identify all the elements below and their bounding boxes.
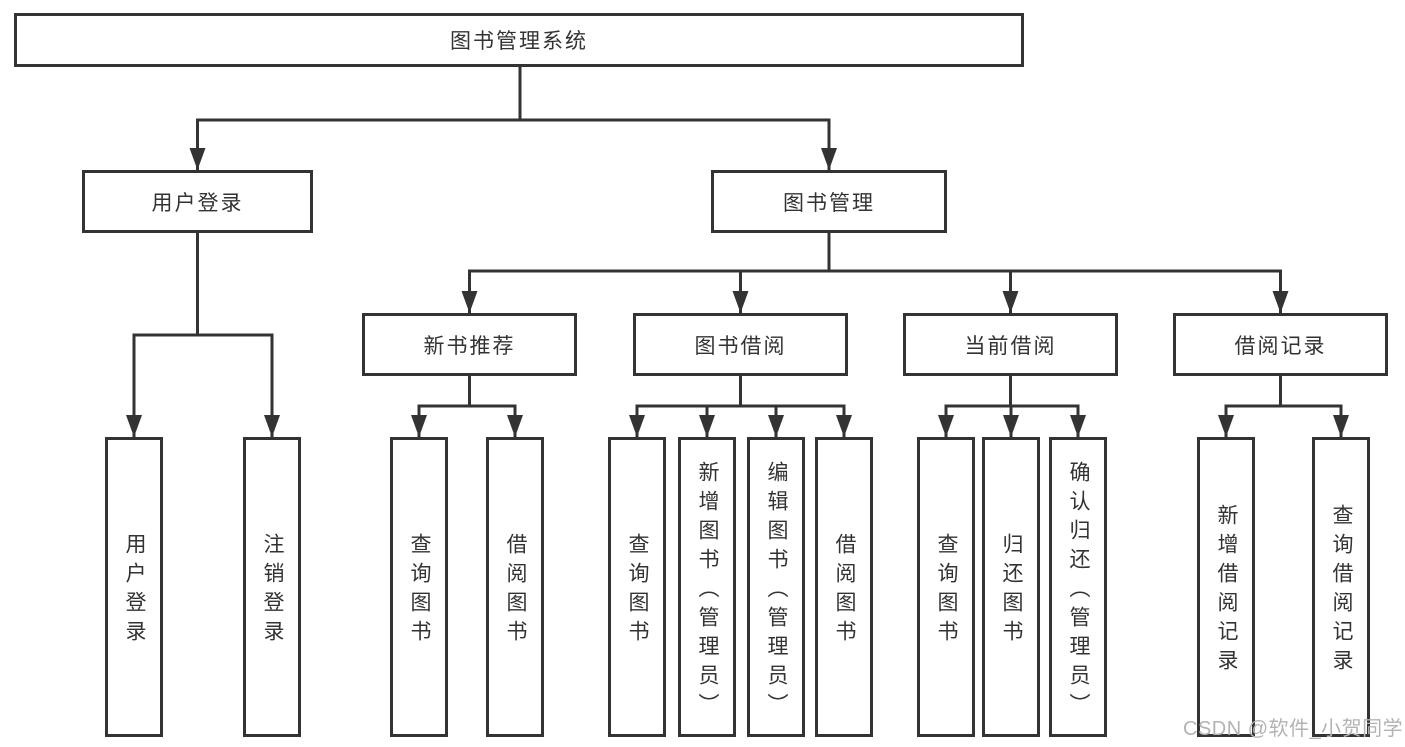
watermark-text: CSDN @软件_小贺同学 bbox=[1183, 718, 1404, 740]
node-root: 图书管理系统 bbox=[14, 13, 1024, 67]
node-current-query-book: 查询图书 bbox=[917, 437, 975, 737]
connector-book-borrow bbox=[629, 375, 852, 437]
node-borrow-borrow-book: 借阅图书 bbox=[815, 437, 873, 737]
node-rec-borrow-book-label: 借阅图书 bbox=[504, 533, 527, 649]
node-book-borrow-label: 图书借阅 bbox=[694, 334, 787, 358]
node-current-borrow-label: 当前借阅 bbox=[964, 334, 1057, 358]
node-borrow-borrow-book-label: 借阅图书 bbox=[833, 533, 856, 649]
node-current-confirm-return: 确认归还（管理员） bbox=[1049, 437, 1107, 737]
node-current-return-book: 归还图书 bbox=[982, 437, 1040, 737]
node-rec-query-book-label: 查询图书 bbox=[408, 533, 431, 649]
node-current-query-book-label: 查询图书 bbox=[935, 533, 958, 649]
node-book-management-label: 图书管理 bbox=[783, 191, 875, 215]
node-borrow-query-book-label: 查询图书 bbox=[626, 533, 649, 649]
node-current-confirm-return-label: 确认归还（管理员） bbox=[1067, 460, 1090, 722]
node-book-management: 图书管理 bbox=[711, 170, 947, 233]
node-new-book-recommend-label: 新书推荐 bbox=[423, 334, 516, 358]
node-rec-query-book: 查询图书 bbox=[390, 437, 448, 737]
node-borrow-add-book-label: 新增图书（管理员） bbox=[696, 460, 719, 722]
node-user-login: 用户登录 bbox=[82, 170, 313, 233]
node-rec-borrow-book: 借阅图书 bbox=[486, 437, 544, 737]
node-new-book-recommend: 新书推荐 bbox=[362, 313, 577, 376]
node-borrow-record-label: 借阅记录 bbox=[1234, 334, 1327, 358]
node-login-label: 用户登录 bbox=[123, 533, 146, 649]
node-record-add-record: 新增借阅记录 bbox=[1197, 437, 1255, 737]
node-borrow-record: 借阅记录 bbox=[1173, 313, 1388, 376]
connector-borrow-record bbox=[1218, 375, 1349, 437]
node-record-add-record-label: 新增借阅记录 bbox=[1215, 504, 1238, 678]
node-book-borrow: 图书借阅 bbox=[633, 313, 848, 376]
node-current-borrow: 当前借阅 bbox=[903, 313, 1118, 376]
node-root-label: 图书管理系统 bbox=[450, 30, 588, 53]
connector-current-borrow bbox=[938, 375, 1086, 437]
connector-new-book-recommend bbox=[411, 375, 523, 437]
node-record-query-record-label: 查询借阅记录 bbox=[1330, 504, 1353, 678]
node-borrow-add-book: 新增图书（管理员） bbox=[678, 437, 736, 737]
node-user-login-label: 用户登录 bbox=[151, 191, 244, 215]
node-borrow-query-book: 查询图书 bbox=[608, 437, 666, 737]
node-record-query-record: 查询借阅记录 bbox=[1312, 437, 1370, 737]
node-logout-label: 注销登录 bbox=[261, 533, 284, 649]
node-borrow-edit-book-label: 编辑图书（管理员） bbox=[765, 460, 788, 722]
connector-user-login bbox=[126, 232, 280, 437]
node-borrow-edit-book: 编辑图书（管理员） bbox=[747, 437, 805, 737]
connector-root bbox=[189, 66, 837, 170]
node-login: 用户登录 bbox=[105, 437, 163, 737]
connector-book-management bbox=[461, 232, 1289, 313]
node-current-return-book-label: 归还图书 bbox=[1000, 533, 1023, 649]
node-logout: 注销登录 bbox=[243, 437, 301, 737]
